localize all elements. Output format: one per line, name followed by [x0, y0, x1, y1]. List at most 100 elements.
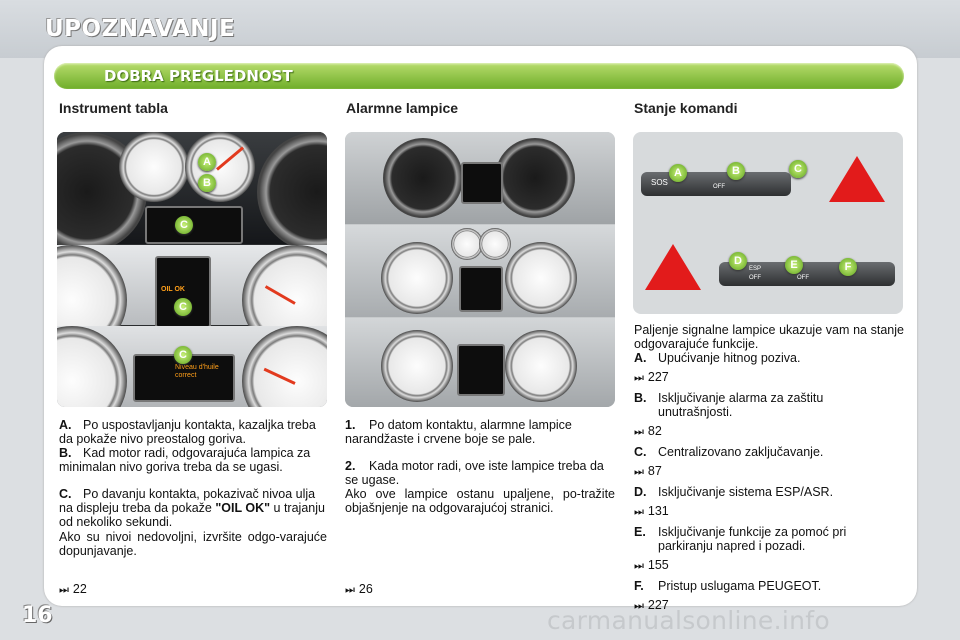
reference-icon: ⏭ [634, 371, 644, 384]
cluster-2-small-gauge-1 [451, 228, 483, 260]
reference-number: 87 [647, 464, 662, 478]
item-key: A. [59, 418, 72, 432]
oil-display: OIL OK [155, 256, 211, 328]
page-title: UPOZNAVANJE [45, 16, 236, 42]
reference-number: 22 [72, 582, 87, 596]
item-key: B. [634, 391, 647, 405]
item-text: Kada motor radi, ove iste lampice treba … [345, 459, 604, 487]
badge-c-3: C [174, 346, 192, 364]
item-text: Isključivanje sistema ESP/ASR. [658, 485, 834, 499]
controls-list-item: D. Isključivanje sistema ESP/ASR. [634, 485, 904, 499]
page-reference: ⏭155 [634, 558, 669, 573]
item-key: D. [634, 485, 647, 499]
item-key: E. [634, 525, 646, 539]
item-text: Kad motor radi, odgovarajuća lampica za … [59, 446, 311, 474]
reference-number: 82 [647, 424, 662, 438]
controls-photo: SOS OFF ESP OFF OFF A B C D E F [633, 132, 903, 314]
badge-b: B [727, 162, 745, 180]
col3-intro: Paljenje signalne lampice ukazuje vam na… [634, 323, 904, 351]
item-text: Isključivanje alarma za zaštitu unutrašn… [658, 391, 824, 419]
item-key: 2. [345, 459, 356, 473]
list-item-1: 1.Po datom kontaktu, alarmne lampice nar… [345, 418, 615, 446]
reference-icon: ⏭ [634, 559, 644, 572]
badge-c: C [789, 160, 807, 178]
reference-icon: ⏭ [345, 583, 355, 596]
button-row-top: SOS OFF [641, 172, 791, 196]
park-off-label: OFF [797, 275, 809, 281]
section-title: DOBRA PREGLEDNOST [104, 67, 293, 85]
reference-icon: ⏭ [634, 465, 644, 478]
item-key: C. [59, 487, 72, 501]
column-title-controls: Stanje komandi [634, 100, 738, 116]
cluster-2-right-gauge [505, 242, 577, 314]
reference-number: 131 [647, 504, 669, 518]
page-number: 16 [22, 603, 53, 628]
cluster-2-display [459, 266, 503, 312]
reference-icon: ⏭ [634, 505, 644, 518]
item-key: C. [634, 445, 647, 459]
reference-number: 227 [647, 598, 669, 612]
controls-list-item: C. Centralizovano zaključavanje. [634, 445, 904, 459]
item-text: Isključivanje funkcije za pomoć pri park… [658, 525, 847, 553]
cluster-3-display [457, 344, 505, 396]
oil-ok-text: OIL OK [161, 286, 185, 293]
oil-level-text: Niveau d'huile correct [175, 364, 219, 379]
hazard-button-top [829, 156, 885, 202]
badge-a: A [198, 153, 216, 171]
hazard-button-bottom [645, 244, 701, 290]
cluster-3-left-gauge [381, 330, 453, 402]
page-reference: ⏭26 [345, 582, 373, 597]
item-text: Centralizovano zaključavanje. [658, 445, 824, 459]
oil-ok-bold: "OIL OK" [215, 501, 271, 515]
item-key: B. [59, 446, 72, 460]
badge-d: D [729, 252, 747, 270]
page-reference: ⏭22 [59, 582, 87, 597]
reference-number: 227 [647, 370, 669, 384]
controls-list-item: A. Upućivanje hitnog poziva. [634, 351, 904, 365]
info-display [145, 206, 243, 244]
cluster-1-display [461, 162, 503, 204]
page-reference: ⏭227 [634, 598, 669, 613]
item-key: F. [634, 579, 644, 593]
list-item-a: A.Po uspostavljanju kontakta, kazaljka t… [59, 418, 329, 446]
badge-b: B [198, 174, 216, 192]
badge-a: A [669, 164, 687, 182]
badge-e: E [785, 256, 803, 274]
cluster-1-right-gauge [495, 138, 575, 218]
page-reference: ⏭131 [634, 504, 669, 519]
list-item-c: C.Po davanju kontakta, pokazivač nivoa u… [59, 487, 329, 529]
alarm-off-label: OFF [713, 184, 725, 190]
col2-paragraph: Ako ove lampice ostanu upaljene, po-traž… [345, 487, 615, 515]
watermark: carmanualsonline.info [547, 606, 830, 635]
item-text: Pristup uslugama PEUGEOT. [658, 579, 822, 593]
list-item-b: B.Kad motor radi, odgovarajuća lampica z… [59, 446, 329, 474]
cluster-2-left-gauge [381, 242, 453, 314]
cluster-1-left-gauge [383, 138, 463, 218]
page-reference: ⏭82 [634, 424, 662, 439]
item-text: Upućivanje hitnog poziva. [658, 351, 801, 365]
badge-f: F [839, 258, 857, 276]
badge-c-2: C [174, 298, 192, 316]
sos-label: SOS [651, 178, 668, 187]
col1-paragraph: Ako su nivoi nedovoljni, izvršite odgo-v… [59, 530, 327, 558]
reference-icon: ⏭ [59, 583, 69, 596]
esp-off-label: OFF [749, 275, 761, 281]
cluster-3-right-gauge [505, 330, 577, 402]
badge-c: C [175, 216, 193, 234]
reference-icon: ⏭ [634, 425, 644, 438]
column-title-instrument: Instrument tabla [59, 100, 168, 116]
warning-lights-photo [345, 132, 615, 407]
cluster-2-small-gauge-2 [479, 228, 511, 260]
list-item-2: 2.Kada motor radi, ove iste lampice treb… [345, 459, 615, 487]
item-key: 1. [345, 418, 356, 432]
item-key: A. [634, 351, 647, 365]
item-text: Po uspostavljanju kontakta, kazaljka tre… [59, 418, 316, 446]
instrument-panel-photo: A B C OIL OK C Niveau d'huile correct C [57, 132, 327, 407]
reference-number: 26 [358, 582, 373, 596]
esp-label: ESP [749, 266, 762, 272]
page-reference: ⏭227 [634, 370, 669, 385]
reference-icon: ⏭ [634, 599, 644, 612]
section-bar [54, 63, 904, 89]
item-text: Po davanju kontakta, pokazivač nivoa ulj… [59, 487, 316, 515]
page-reference: ⏭87 [634, 464, 662, 479]
